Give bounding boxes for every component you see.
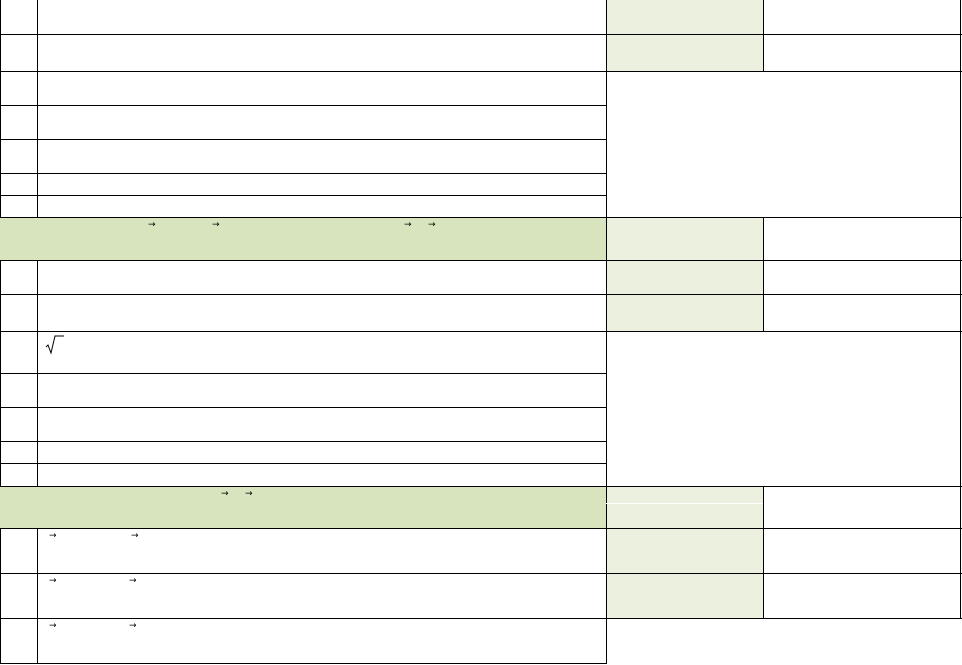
row-divider (0, 105, 606, 106)
answer-box[interactable] (606, 217, 763, 260)
vector-arrow-icon: → (129, 576, 137, 586)
vector-arrow-icon: → (129, 621, 137, 631)
column-divider (0, 260, 1, 486)
row-divider (0, 373, 606, 374)
answer-box[interactable] (606, 34, 763, 71)
vector-arrow-icon: → (49, 621, 57, 631)
column-divider (763, 486, 764, 618)
column-divider (763, 217, 764, 331)
row-divider (0, 139, 606, 140)
row-divider (0, 528, 962, 529)
square-root-icon (45, 335, 64, 355)
row-divider (0, 294, 962, 295)
vector-arrow-icon: → (49, 576, 57, 586)
answer-box[interactable] (606, 528, 763, 573)
row-divider (0, 331, 962, 332)
row-divider (0, 486, 962, 487)
column-divider (37, 528, 38, 664)
column-divider (0, 0, 1, 217)
row-divider (0, 71, 962, 72)
vector-arrow-icon: → (428, 220, 436, 230)
vector-arrow-icon: → (148, 220, 156, 230)
answer-box[interactable] (606, 294, 763, 331)
answer-box[interactable] (606, 260, 763, 294)
row-divider (0, 34, 962, 35)
answer-box[interactable] (606, 486, 763, 528)
row-divider (0, 663, 606, 664)
row-divider (0, 195, 606, 196)
column-divider (0, 528, 1, 664)
answer-box[interactable] (606, 0, 763, 34)
vector-arrow-icon: → (212, 220, 220, 230)
row-divider (0, 573, 962, 574)
row-divider (0, 217, 962, 218)
column-divider (606, 0, 607, 664)
vector-arrow-icon: → (404, 220, 412, 230)
answer-box-divider (606, 503, 763, 504)
vector-arrow-icon: → (131, 531, 139, 541)
vector-arrow-icon: → (49, 531, 57, 541)
column-divider (37, 260, 38, 486)
column-divider (37, 0, 38, 217)
vector-arrow-icon: → (245, 489, 253, 499)
section-header-1 (0, 217, 606, 260)
vector-arrow-icon: → (221, 489, 229, 499)
section-header-2 (0, 486, 606, 528)
column-divider (960, 0, 961, 618)
row-divider (0, 463, 606, 464)
row-divider (0, 441, 606, 442)
row-divider (0, 618, 962, 619)
row-divider (0, 260, 962, 261)
row-divider (0, 407, 606, 408)
answer-box[interactable] (606, 573, 763, 618)
column-divider (763, 0, 764, 71)
row-divider (0, 173, 606, 174)
